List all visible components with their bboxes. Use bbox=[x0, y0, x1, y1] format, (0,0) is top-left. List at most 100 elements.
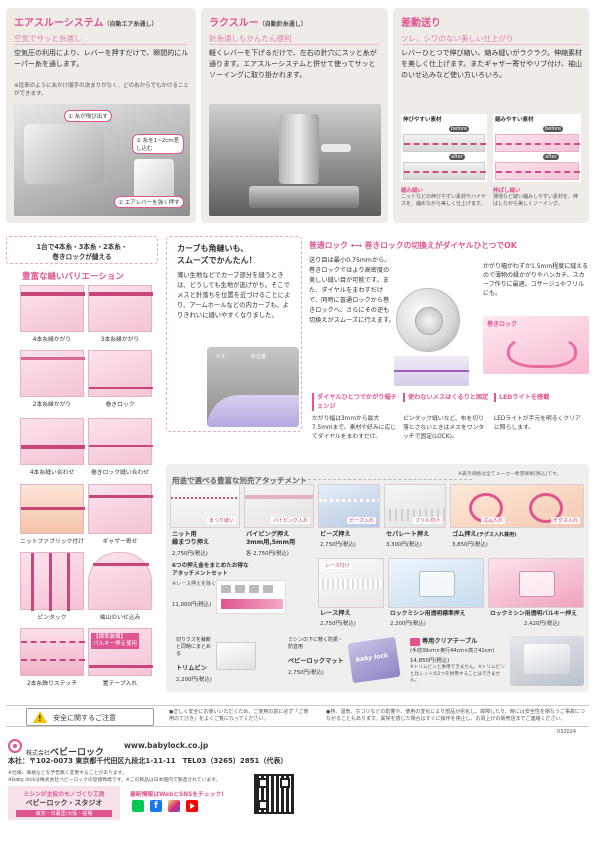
stitch-label: ニットファブリック付け bbox=[20, 539, 84, 545]
stretch-caption-title: 縮み縫い bbox=[401, 188, 424, 194]
stitch-sample-rolled-seam bbox=[88, 418, 153, 465]
thumb-tag: ゴム入れ bbox=[481, 517, 506, 524]
line-icon[interactable] bbox=[132, 800, 144, 812]
rakusuru-photo bbox=[209, 104, 381, 216]
shrink-before-tag: before bbox=[543, 126, 564, 132]
att-name-elastic-sub: (テグス入れ兼用) bbox=[476, 532, 517, 538]
stitch-sample-sleeve bbox=[88, 552, 152, 610]
stitch-label: 2本糸縁かがり bbox=[32, 402, 72, 408]
thumb-lace: レース付け bbox=[318, 558, 384, 608]
trim-bin-photo bbox=[216, 642, 256, 670]
youtube-icon[interactable] bbox=[186, 800, 198, 812]
warning-mark: ! bbox=[38, 714, 42, 723]
warning-icon bbox=[33, 711, 47, 723]
feature-led-body: LEDライトが手元を明るくクリアに照らします。 bbox=[494, 416, 581, 431]
stitch-label: 巻きロック bbox=[105, 402, 135, 408]
stitch-label: ピンタック bbox=[37, 615, 67, 621]
switch-title: 普通ロック ⟷ 巻きロックの切換えがダイヤルひとつでOK bbox=[309, 241, 517, 250]
presser-foot-shape bbox=[249, 186, 359, 208]
company-address: 本社：〒102-0073 東京都千代田区九段北1-11-11 TEL03（326… bbox=[8, 757, 288, 765]
stitch-sample-2thread bbox=[20, 350, 85, 397]
thumb-separate: フリル付け bbox=[384, 484, 446, 528]
attachments-header: 用途で選べる豊富な別売アタッチメント bbox=[172, 468, 472, 485]
curve-body: 薄い生地などでカーブ部分を縫うときは、どうしても生地が逃げがち。そこでメスと針落… bbox=[177, 272, 291, 319]
att-set-note: ※レース押えを除く bbox=[172, 581, 216, 587]
safety-note-2: ●熱、湿気、ホコリなどの影響や、使用の変化により部品が劣化し、故障したり、時には… bbox=[326, 709, 585, 722]
facebook-icon[interactable]: f bbox=[150, 800, 162, 812]
variation-header: 1台で4本糸・3本糸・2本糸・ 巻きロックが縫える bbox=[6, 236, 158, 264]
table-photo bbox=[510, 636, 584, 686]
att-name-knit-blindhem: ニット用 縁まつり押え bbox=[172, 531, 210, 546]
std-badge-line1: 【標準装備】 bbox=[93, 634, 127, 640]
instagram-icon[interactable] bbox=[168, 800, 180, 812]
feature-led-card: LEDライトを搭載 LEDライトが手元を明るくクリアに照らします。 bbox=[494, 393, 589, 461]
attachments-panel: 用途で選べる豊富な別売アタッチメント ※表示価格は全てメーカー希望価格(税込)で… bbox=[166, 464, 589, 692]
shrink-sample: 縮みやすい素材 before after bbox=[493, 114, 581, 182]
dial-photo bbox=[396, 288, 460, 352]
stitch-label: 3本糸縁かがり bbox=[100, 337, 140, 343]
switch-body: 送り目は最小0.75mmから。巻きロックではより高密度の美しい縫い目が可能です。… bbox=[309, 257, 395, 324]
att-price-bulky-foot: 2,420円(税込) bbox=[524, 621, 560, 627]
thumb-tag: テグス入れ bbox=[550, 517, 580, 524]
att-price-beads: 2,750円(税込) bbox=[320, 542, 356, 548]
sns-text: 最新情報はWebとSNSをチェック! bbox=[130, 792, 224, 798]
shrink-after-fabric bbox=[495, 162, 580, 180]
stitch-sample-rolled bbox=[88, 350, 153, 397]
att-name-trim-bin: トリムビン bbox=[176, 665, 207, 672]
curve-box: カーブも角縫いも、 スムーズでかんたん！ 薄い生地などでカーブ部分を縫うときは、… bbox=[166, 236, 302, 432]
company-logo-inner bbox=[13, 744, 17, 748]
std-badge-line2: パルキー押え使用 bbox=[93, 641, 138, 647]
att-price-table: 14,850円(税込) bbox=[410, 658, 450, 664]
stretch-label: 伸びやすい素材 bbox=[403, 117, 442, 123]
callout-thread-out: ① 糸が飛び出す bbox=[64, 110, 112, 122]
att-name-beads: ビーズ押え bbox=[320, 531, 351, 538]
stretch-after-tag: after bbox=[449, 154, 465, 160]
att-name-elastic-main: ゴム押え bbox=[452, 531, 477, 538]
knife-label: メス bbox=[215, 354, 226, 360]
needle-label: 針位置 bbox=[251, 354, 267, 360]
air-thru-subtitle: 空気でサッと糸通し bbox=[14, 33, 186, 45]
thumb-piping: パイピング入れ bbox=[244, 484, 314, 528]
feature-width-body: かがり幅は3mmから最大7.5mmまで。素材や好みに応じてダイヤルをまわすだけ。 bbox=[312, 416, 397, 440]
company-name: 株式会社ベビーロック bbox=[26, 740, 104, 759]
trim-bin-pre: 切りクズを裁断と同時にまとめる bbox=[176, 637, 212, 657]
stretch-before-tag: before bbox=[449, 126, 470, 132]
shrink-after-tag: after bbox=[543, 154, 559, 160]
att-name-separate: セパレート押え bbox=[386, 531, 430, 538]
att-price-separate: 3,300円(税込) bbox=[386, 542, 422, 548]
curve-photo: メス 針位置 bbox=[207, 347, 299, 427]
safety-note-1: ●正しく安全にお使いいただくため、ご使用の前に必ず「ご使用のてびき」をよくご覧に… bbox=[169, 709, 309, 722]
looper-mechanism-shape bbox=[24, 124, 104, 184]
differential-title: 差動送り bbox=[401, 18, 441, 29]
att-price-mat: 2,750円(税込) bbox=[288, 670, 324, 676]
att-price-clear-foot: 2,200円(税込) bbox=[390, 621, 426, 627]
table-icon bbox=[410, 638, 420, 646]
mat-photo: baby lock bbox=[347, 636, 401, 684]
stitch-sample-pintuck bbox=[20, 552, 84, 611]
air-thru-title-text: エアスルーシステム bbox=[14, 18, 104, 29]
stretch-sample: 伸びやすい素材 before after bbox=[401, 114, 487, 182]
threader-lever-shape bbox=[321, 144, 351, 152]
stitch-sample-tape: 【標準装備】 パルキー押え使用 bbox=[88, 628, 153, 676]
mat-pre: ミシンの下に敷く防振・防音用 bbox=[288, 637, 344, 650]
qr-code[interactable] bbox=[254, 774, 294, 814]
att-name-piping: パイピング押え 3mm用,5mm用 bbox=[246, 531, 296, 546]
thumb-tag: フリル付け bbox=[412, 517, 442, 524]
rakusuru-subtitle: 針糸通しもかんたん便利 bbox=[209, 33, 379, 45]
maki-body: かがり幅がわずか1.5mm程度に縫えるので薄物の縁かがりやハンカチ、スカーフ作り… bbox=[483, 263, 589, 297]
studio-box: ミシンが主役のモノづくり工房 ベビーロック・スタジオ 東京・日暮里/大阪・船場 bbox=[8, 786, 120, 820]
att-note-table: ※トリムビンと併用できません。※トリムビンと比レットの2つを併用することはできま… bbox=[410, 665, 505, 683]
company-url[interactable]: www.babylock.co.jp bbox=[124, 741, 209, 750]
att-price-knit-blindhem: 2,750円(税込) bbox=[172, 551, 208, 557]
stretch-caption: ニットなどの伸びやすい素材やバイヤスを、縮めながら美しく仕上げます。 bbox=[401, 194, 486, 207]
rakusuru-body: 軽くレバーを下げるだけで、左右の針穴にスッと糸が通ります。エアスルーシステムと併… bbox=[209, 49, 377, 79]
company-prefix: 株式会社 bbox=[26, 750, 51, 757]
stitch-sample-knit bbox=[20, 484, 85, 534]
att-name-elastic: ゴム押え(テグス入れ兼用) bbox=[452, 531, 516, 539]
rakusuru-title-text: ラクスルー bbox=[209, 18, 259, 29]
rolled-hem-sample bbox=[394, 356, 469, 386]
att-name-bulky-foot: ロックミシン用透明バルキー押え bbox=[490, 611, 577, 617]
std-badge: 【標準装備】 パルキー押え使用 bbox=[91, 633, 140, 649]
needle-bar-shape bbox=[279, 114, 319, 184]
feature-knife-title: 使わないメスはくるりと固定 bbox=[403, 393, 489, 402]
